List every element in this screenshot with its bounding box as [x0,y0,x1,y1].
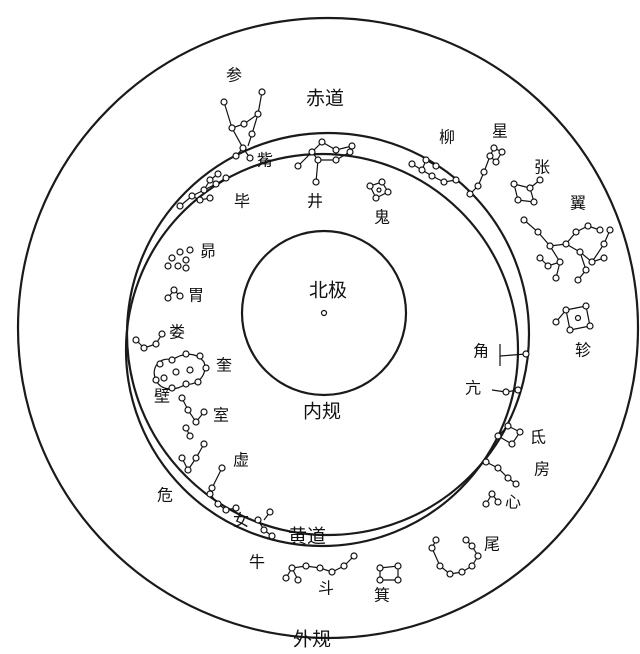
mansion-label-kui: 奎 [216,356,232,375]
mansion-label-yi: 翼 [570,194,586,213]
mansion-label-lou: 娄 [169,323,185,342]
mansion-label-niu: 牛 [249,553,265,572]
asterism-xu [208,464,226,492]
asterism-lou [132,330,166,352]
asterism-shi-bi [178,394,208,440]
mansion-label-shi: 室 [213,406,229,425]
mansion-label-xin: 心 [505,493,521,512]
asterism-wei2 [178,440,208,474]
mansion-label-ji: 箕 [374,586,390,605]
ecliptic-circle [124,152,520,548]
mansion-label-shen: 参 [226,66,242,85]
outer-circle-label: 外规 [293,629,331,651]
mansion-label-mao: 昴 [200,242,216,261]
asterism-kang [491,386,522,396]
mansion-label-di: 氐 [530,428,546,447]
north-pole-label: 北极 [309,280,347,302]
mansion-label-wei3: 胃 [188,286,204,305]
mansion-label-xu: 虚 [233,451,249,470]
equator-label: 赤道 [306,88,344,110]
mansion-label-liu: 柳 [439,128,455,147]
ecliptic-label: 黄道 [288,526,326,548]
asterism-di [494,422,524,448]
inner-circle [240,229,408,397]
asterism-mao [164,246,194,272]
asterism-wei [428,536,482,578]
mansion-label-wei: 尾 [484,535,500,554]
mansion-label-wei2: 危 [157,486,173,505]
inner-circle-label: 内规 [303,401,341,423]
outer-circle [16,16,640,640]
mansion-label-fang: 房 [534,460,550,479]
mansion-label-xing: 星 [492,122,508,141]
mansion-label-dou: 斗 [318,579,334,598]
asterism-gui [366,178,392,202]
mansion-label-zhen: 轸 [575,341,591,360]
asterism-yi [520,216,614,284]
asterism-xin [482,490,502,508]
north-pole-dot [320,309,328,317]
mansion-label-bi: 毕 [234,192,250,211]
mansion-label-bi2: 壁 [154,387,170,406]
asterism-kui [152,350,210,392]
asterism-zhen [552,302,594,334]
asterisms [132,88,614,584]
mansion-label-gui: 鬼 [374,208,390,227]
asterism-ji [376,562,402,584]
mansion-label-kang: 亢 [465,379,481,398]
mansion-label-jiao: 角 [473,342,489,361]
asterism-jiao [499,344,530,366]
mansion-label-nv: 女 [233,511,249,530]
mansion-label-zi: 觜 [257,151,273,170]
asterism-fang [482,458,520,488]
asterism-wei3 [164,286,184,302]
mansion-label-zhang: 张 [534,158,550,177]
asterism-dou [282,552,358,584]
asterism-xing [466,144,506,198]
asterism-liu [408,156,460,186]
asterism-jing [294,138,356,186]
mansion-label-jing: 井 [307,192,323,211]
asterism-shen [220,88,266,162]
asterism-bi [176,170,230,210]
asterism-zhang [510,176,544,206]
asterism-niu-nv [206,490,276,540]
